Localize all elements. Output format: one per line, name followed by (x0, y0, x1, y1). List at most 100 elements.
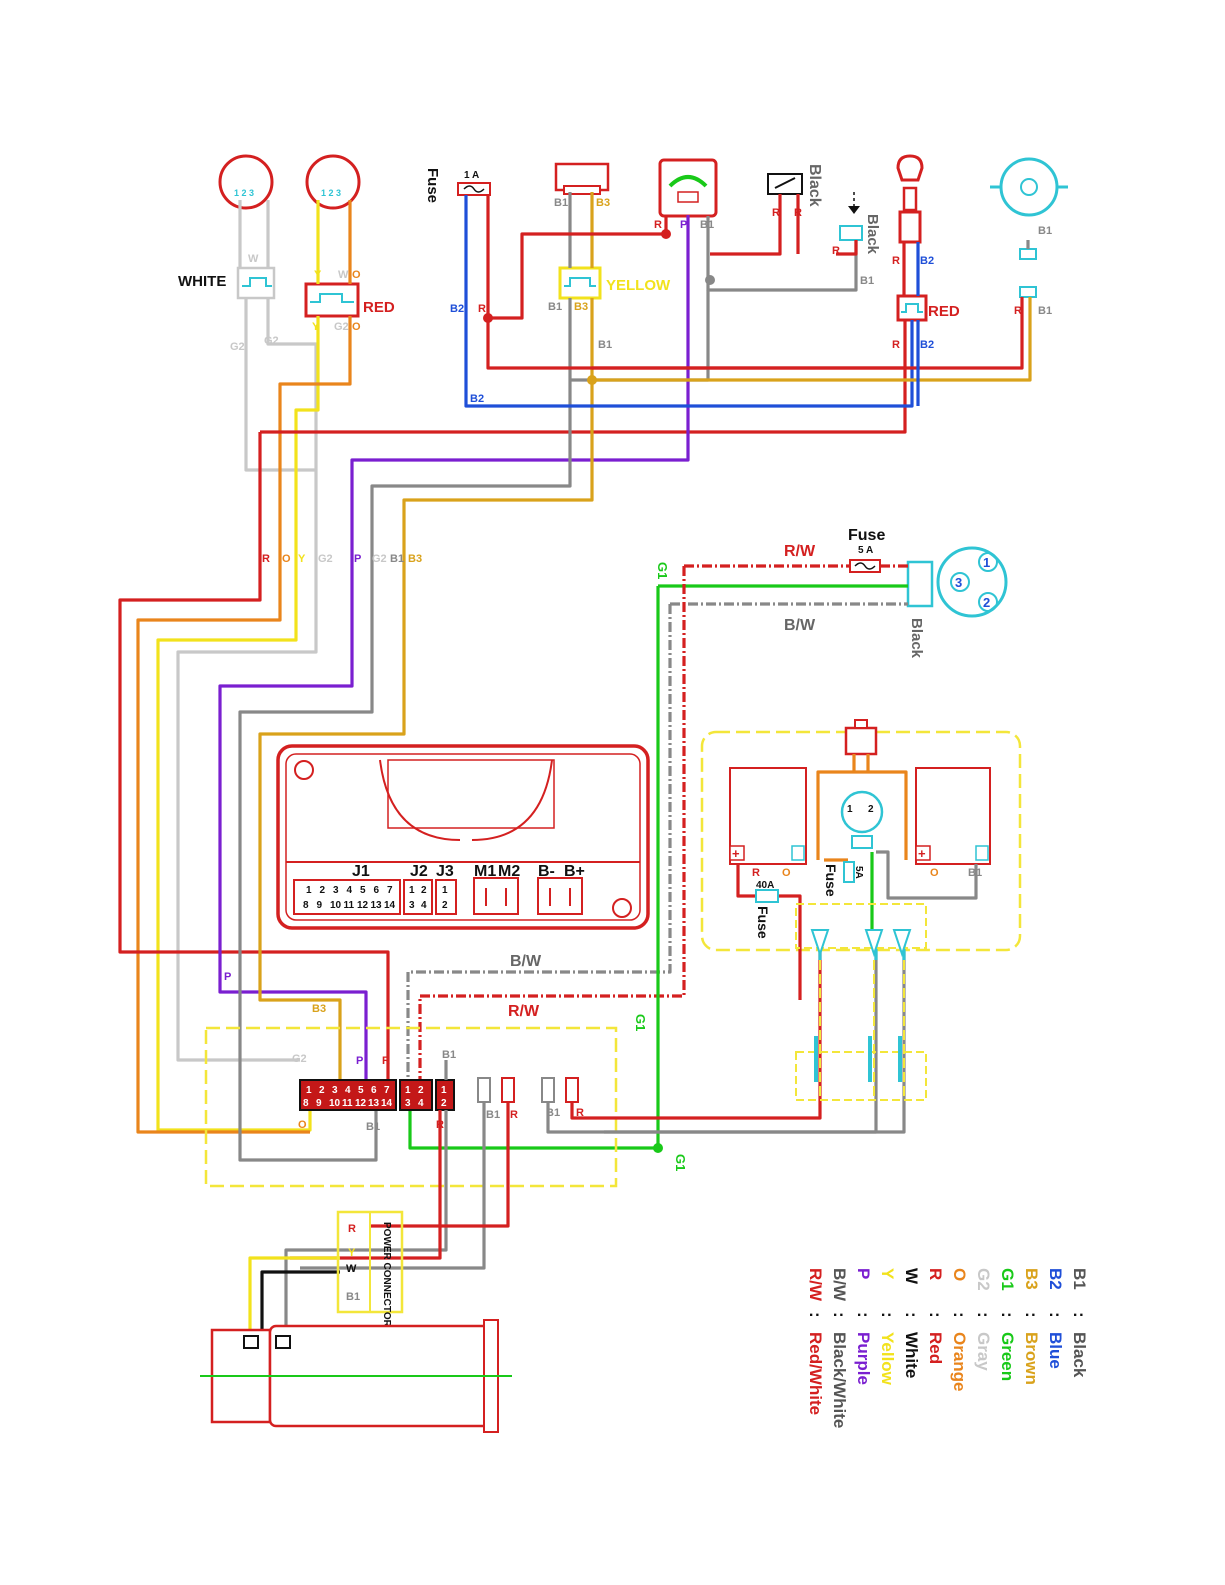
svg-text:R: R (794, 207, 802, 219)
toggle-switch-icon (767, 173, 803, 195)
bw-mid-label: B/W (510, 953, 542, 970)
svg-text:B1: B1 (546, 1107, 560, 1119)
controller-j1-pin: 7 (387, 885, 393, 896)
svg-text:1 2 3: 1 2 3 (321, 188, 341, 198)
legend-separator: : (902, 1312, 921, 1318)
svg-text:3: 3 (955, 575, 962, 590)
battery-left-icon: + (729, 767, 807, 865)
legend-name: Black (1070, 1332, 1089, 1378)
svg-text:O: O (298, 1119, 307, 1131)
harness-j2-pin: 4 (418, 1098, 424, 1109)
controller-j1-pin: 9 (317, 900, 323, 911)
controller-j2-pin: 2 (421, 885, 427, 896)
switch-black-label: Black (806, 164, 823, 207)
fuse-1a-icon (457, 182, 491, 196)
svg-text:O: O (352, 269, 361, 281)
legend-name: Red/White (806, 1332, 825, 1415)
controller-j1-pin: 10 (330, 900, 342, 911)
harness-j3-pin: 1 (441, 1085, 447, 1096)
fuse-1a-word: Fuse (424, 168, 441, 203)
legend-code: B3 (1022, 1268, 1041, 1290)
red-connector-left (304, 282, 360, 318)
svg-text:B1: B1 (968, 867, 982, 879)
svg-text:B1: B1 (598, 339, 612, 351)
legend-name: Purple (854, 1332, 873, 1385)
battery-fuse-5a-label: 5A (853, 866, 864, 879)
legend-name: White (902, 1332, 921, 1378)
svg-text:G2: G2 (264, 335, 279, 347)
legend-name: Blue (1046, 1332, 1065, 1369)
svg-text:R: R (576, 1107, 584, 1119)
controller-j1-pin: 13 (371, 900, 383, 911)
battery-fuse-40a-label: 40A (756, 880, 774, 891)
power-connector-label: POWER CONNECTOR (381, 1222, 392, 1328)
svg-text:O: O (930, 867, 939, 879)
fuse-5a-rating: 5 A (858, 545, 873, 556)
controller-j2-label: J2 (410, 863, 428, 880)
svg-text:P: P (354, 553, 361, 565)
yellow-connector-label: YELLOW (606, 277, 671, 294)
svg-text:B3: B3 (312, 1003, 326, 1015)
legend-code: W (902, 1268, 921, 1285)
motor-icon (200, 1319, 512, 1433)
controller-bplus-label: B+ (564, 863, 585, 880)
charger-fuse-5a-icon (849, 559, 881, 573)
svg-text:Y: Y (314, 269, 322, 281)
controller-j3-label: J3 (436, 863, 454, 880)
harness-j1-pin: 5 (358, 1085, 364, 1096)
horn-switch-icon (554, 162, 610, 195)
legend-code: G1 (998, 1268, 1017, 1291)
svg-text:Y: Y (298, 553, 306, 565)
legend-separator: : (998, 1312, 1017, 1318)
controller-m1-label: M1 (474, 863, 496, 880)
legend-code: P (854, 1268, 873, 1279)
legend-separator: : (1022, 1312, 1041, 1318)
svg-text:B1: B1 (390, 553, 404, 565)
buzzer-icon (990, 157, 1068, 298)
controller-j1-pin: 5 (360, 885, 366, 896)
svg-text:R: R (510, 1109, 518, 1121)
svg-text:W: W (248, 253, 259, 265)
svg-text:O: O (352, 321, 361, 333)
svg-text:B1: B1 (548, 301, 562, 313)
white-connector (236, 266, 276, 300)
svg-text:P: P (224, 971, 231, 983)
harness-j1-pin: 3 (332, 1085, 338, 1096)
battery-wire-codes: R O O B1 (752, 867, 982, 879)
controller-j1-pin: 11 (344, 900, 355, 911)
fuse-5a-word: Fuse (848, 527, 885, 544)
controller-j1-pin: 2 (320, 885, 326, 896)
controller-j2-pin: 3 (409, 900, 415, 911)
battery-key-socket-icon: 1 2 (840, 790, 884, 834)
svg-text:R: R (382, 1055, 390, 1067)
svg-text:B3: B3 (574, 301, 588, 313)
svg-text:P: P (680, 219, 687, 231)
legend-name: Red (926, 1332, 945, 1364)
legend-code: B/W (830, 1268, 849, 1302)
svg-text:1 2 3: 1 2 3 (234, 188, 254, 198)
svg-text:O: O (282, 553, 291, 565)
legend-code: B1 (1070, 1268, 1089, 1290)
battery-fuse-40a-word: Fuse (755, 906, 771, 939)
legend-separator: : (1046, 1312, 1065, 1318)
legend-separator: : (806, 1312, 825, 1318)
controller-j1-pin: 1 (306, 885, 312, 896)
brake-connector-black-label: Black (864, 214, 881, 255)
svg-text:R: R (348, 1223, 356, 1235)
battery-fuse-label: Fuse (823, 864, 839, 897)
harness-dashed-box (204, 1026, 618, 1188)
charger-black-label: Black (908, 618, 925, 659)
svg-text:R: R (832, 245, 840, 257)
controller-j1-pin: 3 (333, 885, 339, 896)
fuse-1a-rating: 1 A (464, 170, 479, 181)
svg-text:R: R (654, 219, 662, 231)
legend-separator: : (926, 1312, 945, 1318)
svg-text:G1: G1 (633, 1014, 648, 1031)
svg-text:R: R (892, 255, 900, 267)
harness-j1-pin: 9 (316, 1098, 322, 1109)
svg-text:P: P (356, 1055, 363, 1067)
top-harness-wires (118, 192, 1032, 1162)
svg-text:G1: G1 (673, 1154, 688, 1171)
svg-text:W: W (338, 269, 349, 281)
